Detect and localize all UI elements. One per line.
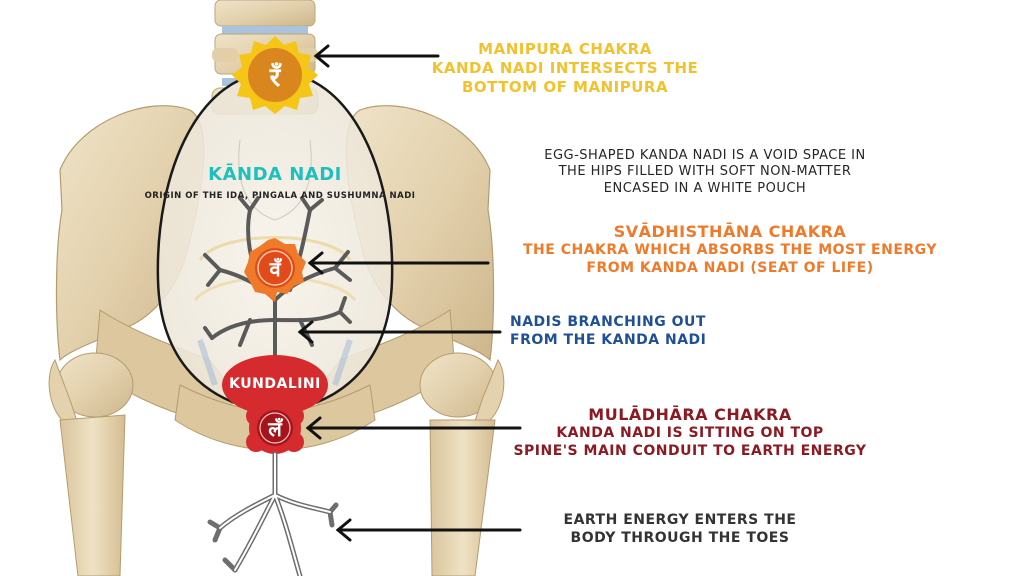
muladhara-chakra-icon	[246, 402, 304, 454]
arrow-earth	[335, 518, 522, 542]
svadhisthana-title: SVĀDHISTHĀNA CHAKRA	[613, 222, 847, 241]
manipura-line-3: BOTTOM OF MANIPURA	[461, 77, 669, 96]
svadhisthana-line-2: THE CHAKRA WHICH ABSORBS THE MOST ENERGY	[523, 242, 937, 258]
earth-roots	[207, 451, 339, 576]
kundalini-label: KUNDALINI	[229, 376, 321, 392]
kanda-nadi-subtitle: ORIGIN OF THE IDA, PINGALA AND SUSHUMNA …	[144, 191, 416, 201]
arrow-nadis	[297, 320, 502, 344]
nadis-line-1: NADIS BRANCHING OUT	[510, 314, 706, 330]
muladhara-glyph: लँ	[268, 417, 282, 441]
svadhisthana-annotation: SVĀDHISTHĀNA CHAKRA THE CHAKRA WHICH ABS…	[495, 222, 965, 277]
muladhara-title: MULĀDHĀRA CHAKRA	[588, 405, 792, 424]
manipura-chakra-icon	[232, 36, 318, 114]
muladhara-line-2: KANDA NADI IS SITTING ON TOP	[556, 425, 824, 441]
earth-line-1: EARTH ENERGY ENTERS THE	[563, 512, 797, 528]
egg-line-1: EGG-SHAPED KANDA NADI IS A VOID SPACE IN	[544, 148, 866, 163]
earth-annotation: EARTH ENERGY ENTERS THE BODY THROUGH THE…	[530, 512, 830, 547]
arrow-manipura	[313, 44, 440, 68]
earth-line-2: BODY THROUGH THE TOES	[570, 529, 790, 546]
manipura-line-2: KANDA NADI INTERSECTS THE	[431, 58, 699, 77]
right-hip-bone	[309, 105, 505, 576]
kanda-nadi-title: KĀNDA NADI	[208, 164, 342, 185]
manipura-glyph: रँ	[269, 63, 281, 93]
manipura-title: MANIPURA CHAKRA	[478, 40, 652, 58]
arrow-muladhara	[305, 416, 522, 440]
svadhisthana-chakra-icon	[244, 238, 306, 302]
muladhara-line-3: SPINE'S MAIN CONDUIT TO EARTH ENERGY	[513, 442, 867, 459]
svadhisthana-glyph: वँ	[269, 257, 281, 281]
muladhara-annotation: MULĀDHĀRA CHAKRA KANDA NADI IS SITTING O…	[480, 405, 900, 460]
egg-line-2: THE HIPS FILLED WITH SOFT NON-MATTER	[558, 164, 852, 180]
egg-line-3: ENCASED IN A WHITE POUCH	[603, 180, 807, 196]
nadis-annotation: NADIS BRANCHING OUT FROM THE KANDA NADI	[510, 314, 750, 349]
egg-annotation: EGG-SHAPED KANDA NADI IS A VOID SPACE IN…	[500, 148, 910, 197]
kundalini-oval	[222, 355, 328, 415]
svadhisthana-line-3: FROM KANDA NADI (SEAT OF LIFE)	[586, 259, 874, 276]
left-hip-bone	[48, 105, 241, 576]
pointer-arrows	[297, 44, 522, 542]
nadis-line-2: FROM THE KANDA NADI	[510, 331, 707, 348]
arrow-svadhisthana	[307, 251, 490, 275]
manipura-annotation: MANIPURA CHAKRA KANDA NADI INTERSECTS TH…	[395, 40, 735, 96]
